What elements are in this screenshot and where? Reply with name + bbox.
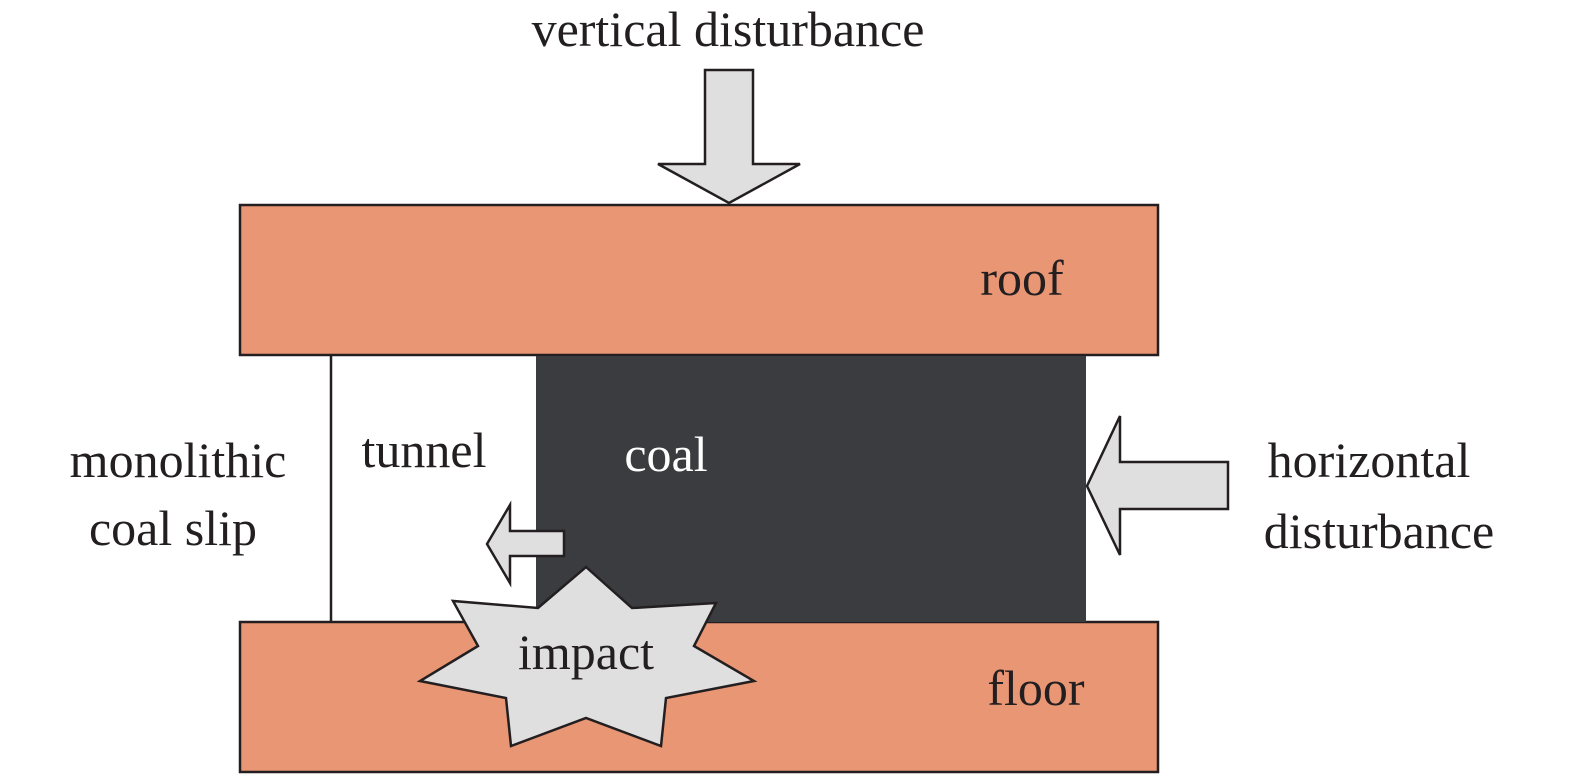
coal-slip-arrow (485, 500, 566, 588)
horizontal-disturbance-label-line2: disturbance (1264, 503, 1494, 559)
coal-label: coal (624, 426, 707, 482)
monolithic-coal-slip-label-line2: coal slip (89, 500, 257, 556)
impact-label: impact (518, 624, 654, 680)
horizontal-disturbance-arrow (1085, 415, 1230, 556)
monolithic-coal-slip-label-line1: monolithic (70, 432, 287, 488)
coal-block (536, 356, 1086, 622)
impact-star-shape (416, 565, 758, 748)
tunnel-label: tunnel (362, 422, 487, 478)
floor-layer (238, 620, 1160, 774)
vertical-disturbance-arrow (657, 68, 801, 205)
roof-label: roof (980, 250, 1064, 306)
horizontal-disturbance-label-line1: horizontal (1268, 432, 1471, 488)
floor-label: floor (987, 660, 1085, 716)
vertical-disturbance-label: vertical disturbance (532, 1, 925, 57)
roof-layer (238, 203, 1160, 357)
